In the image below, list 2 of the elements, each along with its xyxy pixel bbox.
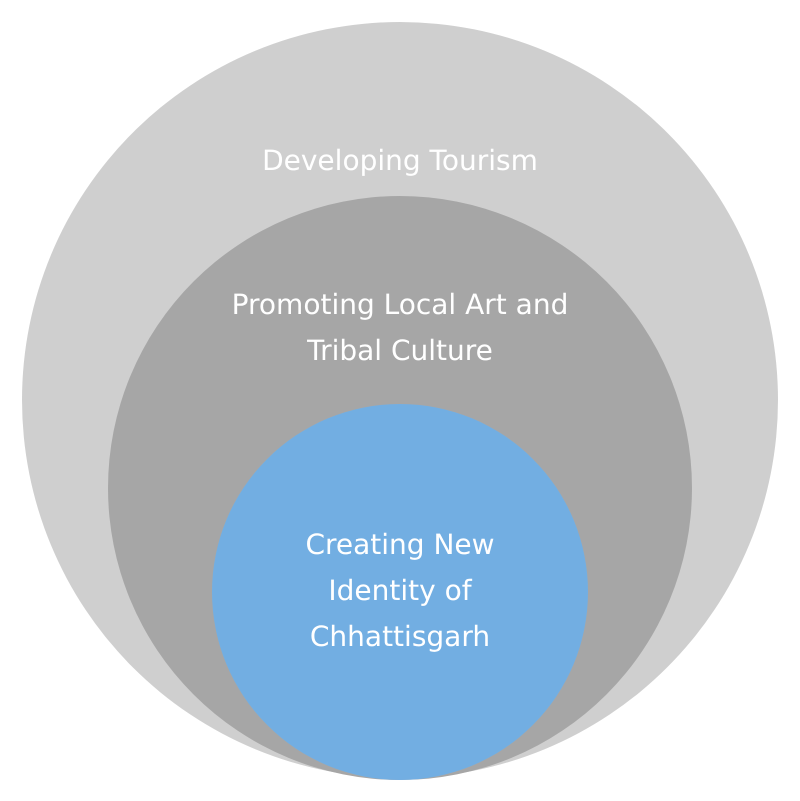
- circle-label: Promoting Local Art and Tribal Culture: [230, 287, 570, 369]
- circle-label: Creating New Identity of Chhattisgarh: [304, 527, 496, 655]
